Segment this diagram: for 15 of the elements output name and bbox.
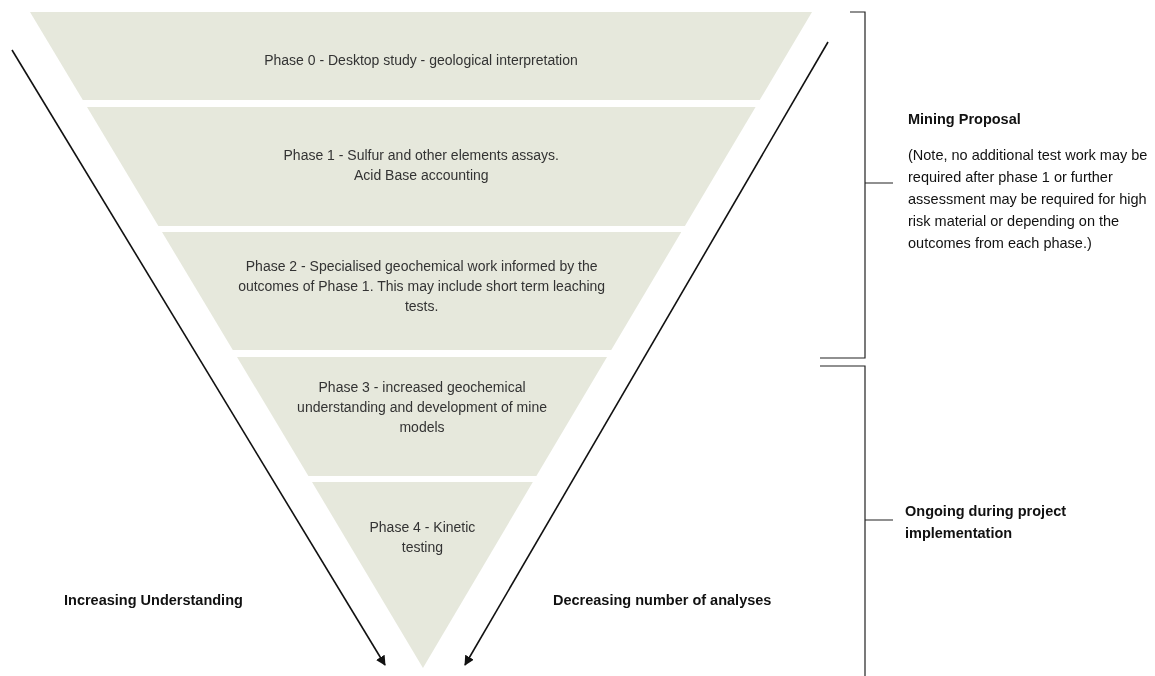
arrow-caption: Decreasing number of analyses [553, 591, 773, 610]
bracket-heading: Mining Proposal [908, 110, 1022, 129]
phase-text: Phase 2 - Specialised geochemical work informed by the outcomes of Phase 1. This may include short term leaching tests. [237, 257, 607, 316]
phase-text: Phase 4 - Kinetic testing [368, 518, 477, 557]
bracket-heading: Ongoing during project implementation [905, 502, 1068, 543]
funnel-band [312, 482, 533, 668]
phase-text: Phase 0 - Desktop study - geological interpretation [263, 51, 579, 70]
funnel-band [30, 12, 812, 100]
funnel-band [87, 107, 756, 226]
funnel-band [162, 232, 682, 350]
note-text: (Note, no additional test work may be required after phase 1 or further assessment may be required for high risk material or depending on the outcomes from each phase.) [908, 146, 1149, 253]
phase-text: Phase 1 - Sulfur and other elements assays. Acid Base accounting [282, 146, 560, 185]
phase-text: Phase 3 - increased geochemical understanding and development of mine models [296, 378, 548, 437]
funnel-band [237, 357, 608, 476]
arrow-caption: Increasing Understanding [64, 591, 244, 610]
